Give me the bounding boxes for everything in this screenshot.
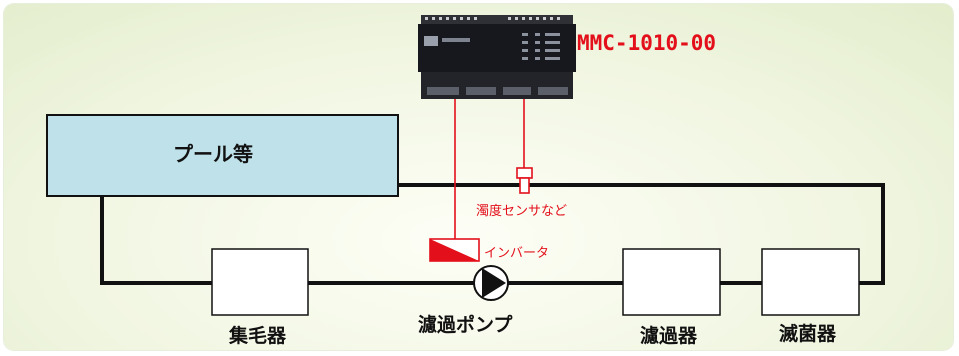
controller-model-label: MMC-1010-00 [577, 31, 716, 55]
sensor-label: 濁度センサなど [476, 203, 567, 219]
pump-label: 濾過ポンプ [418, 313, 513, 336]
hair-catcher-label: 集毛器 [228, 324, 287, 347]
sensor-icon [516, 167, 533, 194]
controller-device [418, 15, 576, 99]
pool-box [46, 114, 399, 197]
hair-catcher-box [211, 248, 309, 316]
filter-label: 濾過器 [640, 324, 698, 347]
sterilizer-label: 滅菌器 [779, 322, 837, 345]
pump-symbol [473, 265, 509, 301]
inverter-label: インバータ [484, 246, 549, 261]
sterilizer-box [761, 248, 860, 316]
filter-box [622, 248, 721, 316]
pool-label: プール等 [173, 142, 253, 166]
inverter-icon [429, 238, 480, 262]
